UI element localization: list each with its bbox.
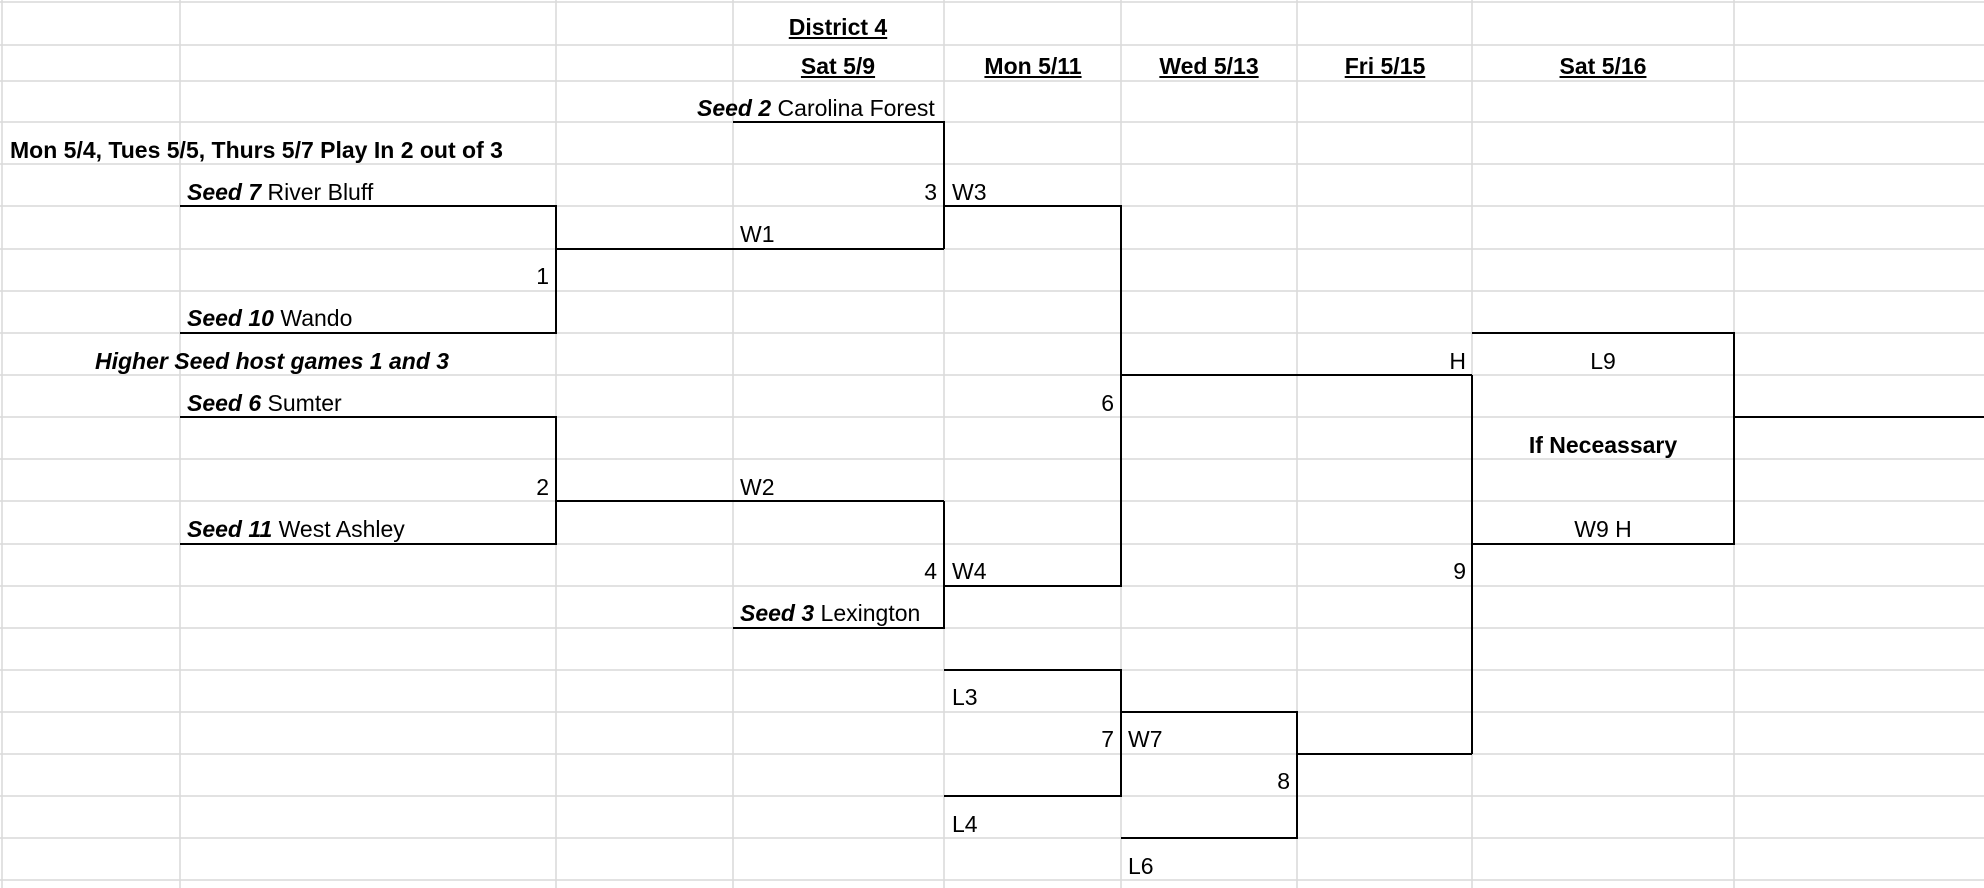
team-name: River Bluff <box>267 179 374 205</box>
bracket-line <box>944 669 1122 797</box>
team-sumter: Seed 6 Sumter <box>187 391 342 415</box>
slot-l9: L9 <box>1590 348 1616 374</box>
team-wando: Seed 10 Wando <box>187 306 352 330</box>
date-header-wed-5-13: Wed 5/13 <box>1159 53 1259 79</box>
seed-label: Seed 3 <box>740 600 815 626</box>
district-title: District 4 <box>788 14 888 40</box>
slot-w3: W3 <box>952 179 987 205</box>
date-header-mon-5-11: Mon 5/11 <box>984 53 1082 79</box>
bracket-line <box>944 205 1122 587</box>
seed-label: Seed 10 <box>187 305 274 331</box>
seed-label: Seed 2 <box>697 95 772 121</box>
team-lexington: Seed 3 Lexington <box>740 601 920 625</box>
bracket-line <box>180 416 557 545</box>
bracket-line <box>180 205 557 334</box>
team-name: Lexington <box>820 600 921 626</box>
game-number-2: 2 <box>536 474 549 500</box>
game-number-8: 8 <box>1277 768 1290 794</box>
if-necessary-label: If Neceassary <box>1528 432 1678 458</box>
game-number-4: 4 <box>924 558 937 584</box>
date-header-sat-5-9: Sat 5/9 <box>800 53 876 79</box>
team-west-ashley: Seed 11 West Ashley <box>187 517 405 541</box>
play-in-note: Mon 5/4, Tues 5/5, Thurs 5/7 Play In 2 o… <box>10 137 503 163</box>
slot-w9h: W9 H <box>1574 516 1632 542</box>
slot-l3: L3 <box>952 684 978 710</box>
slot-l6: L6 <box>1128 853 1154 879</box>
game-number-1: 1 <box>536 263 549 289</box>
team-river-bluff: Seed 7 River Bluff <box>187 180 373 204</box>
team-name: Carolina Forest <box>777 95 935 121</box>
seed-label: Seed 7 <box>187 179 262 205</box>
date-header-sat-5-16: Sat 5/16 <box>1559 53 1647 79</box>
slot-l4: L4 <box>952 811 978 837</box>
team-name: West Ashley <box>278 516 405 542</box>
team-carolina-forest: Seed 2 Carolina Forest <box>697 96 935 120</box>
game-number-3: 3 <box>924 179 937 205</box>
game-number-7: 7 <box>1101 726 1114 752</box>
slot-h: H <box>1449 348 1466 374</box>
date-header-fri-5-15: Fri 5/15 <box>1344 53 1426 79</box>
slot-w1: W1 <box>740 221 775 247</box>
game-number-9: 9 <box>1453 558 1466 584</box>
slot-w4: W4 <box>952 558 987 584</box>
seed-label: Seed 6 <box>187 390 262 416</box>
bracket-line <box>1472 332 1735 545</box>
host-note: Higher Seed host games 1 and 3 <box>95 348 450 374</box>
slot-w7: W7 <box>1128 726 1163 752</box>
bracket-line <box>733 501 945 629</box>
game-number-6: 6 <box>1101 390 1114 416</box>
bracket-line <box>1121 711 1298 839</box>
team-name: Wando <box>280 305 353 331</box>
seed-label: Seed 11 <box>187 516 273 542</box>
team-name: Sumter <box>267 390 342 416</box>
bracket-lines <box>180 121 1984 839</box>
slot-w2: W2 <box>740 474 775 500</box>
